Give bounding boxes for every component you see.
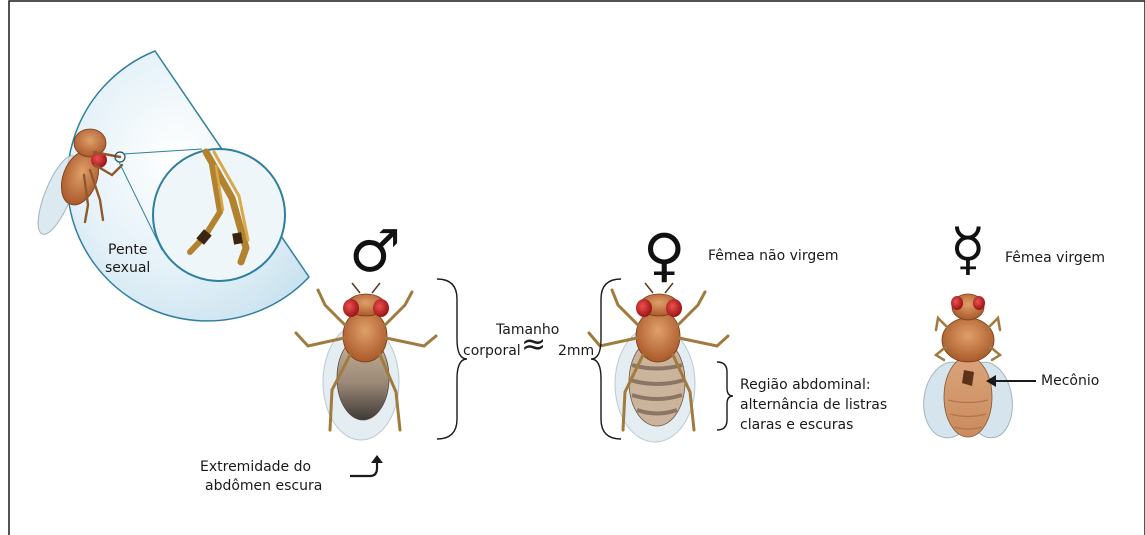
nonvirgin-female-label: Fêmea não virgem bbox=[708, 247, 838, 266]
male-fly-illustration bbox=[296, 283, 436, 440]
virgin-female-symbol: ☿ bbox=[950, 220, 986, 278]
abdomen-region-label-line3: claras e escuras bbox=[740, 416, 853, 435]
abdomen-tip-label-line2: abdômen escura bbox=[205, 477, 322, 496]
nonvirgin-female-fly-illustration bbox=[589, 283, 728, 442]
meconium-arrow bbox=[986, 375, 1036, 387]
virgin-female-label: Fêmea virgem bbox=[1005, 249, 1105, 268]
abdomen-brace bbox=[717, 362, 733, 430]
sex-comb-label-line1: Pente bbox=[108, 241, 148, 260]
virgin-female-fly-illustration bbox=[919, 294, 1017, 441]
body-size-value: 2mm bbox=[558, 342, 594, 361]
sex-comb-inset bbox=[30, 51, 309, 321]
approx-symbol: ≈ bbox=[521, 330, 546, 360]
meconium-label: Mecônio bbox=[1041, 372, 1099, 391]
male-symbol: ♂ bbox=[349, 222, 401, 280]
female-symbol: ♀ bbox=[643, 226, 685, 284]
abdomen-tip-label-line1: Extremidade do bbox=[200, 458, 311, 477]
abdomen-region-label-line2: alternância de listras bbox=[740, 396, 887, 415]
abdomen-region-label-line1: Região abdominal: bbox=[740, 376, 871, 395]
sex-comb-label-line2: sexual bbox=[105, 259, 150, 278]
abdomen-tip-arrow bbox=[350, 455, 383, 476]
body-size-label-word: corporal bbox=[463, 342, 521, 361]
